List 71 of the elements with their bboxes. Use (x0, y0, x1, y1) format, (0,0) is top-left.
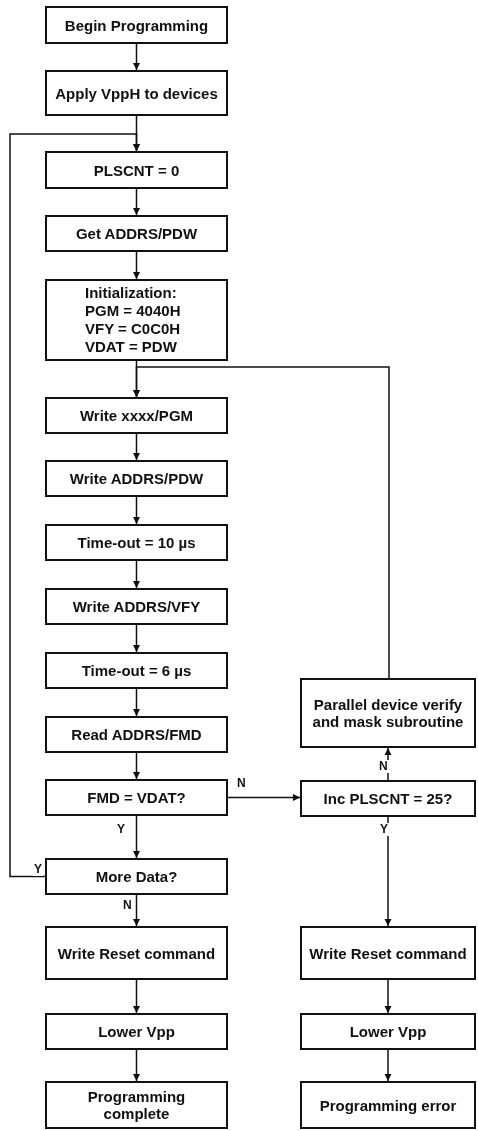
process-box (45, 70, 228, 116)
step-text: Initialization: (85, 284, 177, 302)
edge-label: Y (116, 823, 126, 836)
process-box (300, 678, 476, 748)
process-box (45, 588, 228, 625)
process-box (45, 858, 228, 895)
process-box (45, 652, 228, 689)
process-box (45, 1013, 228, 1050)
step-text: Write ADDRS/PDW (69, 470, 204, 487)
process-box (45, 779, 228, 816)
process-box (45, 460, 228, 497)
arrow (133, 688, 140, 717)
step-text: Read ADDRS/FMD (71, 726, 202, 743)
edge-label: Y (379, 823, 389, 836)
arrow (133, 979, 140, 1014)
step-text: Write ADDRS/VFY (72, 598, 201, 615)
step-text: Inc PLSCNT = 25? (323, 790, 453, 807)
step-text: Get ADDRS/PDW (75, 225, 198, 242)
process-box (300, 780, 476, 817)
step-text: Write Reset command (309, 944, 467, 962)
arrow (133, 43, 140, 71)
edge-label: N (122, 899, 133, 912)
arrow (133, 251, 140, 280)
edge-label: N (236, 777, 247, 790)
arrow (133, 894, 140, 927)
process-box (300, 1081, 476, 1129)
arrow (133, 188, 140, 216)
process-box (45, 215, 228, 252)
arrow (384, 979, 392, 1014)
step-text: Lower Vpp (98, 1023, 175, 1040)
step-text: Begin Programming (64, 16, 209, 34)
process-box (45, 926, 228, 980)
process-box (45, 524, 228, 561)
arrow (133, 433, 140, 461)
process-box (45, 1081, 228, 1129)
step-text: VDAT = PDW (85, 338, 177, 356)
step-text: Programming error (319, 1096, 457, 1114)
step-text: PGM = 4040H (85, 302, 181, 320)
step-text: Write xxxx/PGM (79, 407, 194, 424)
step-text: PLSCNT = 0 (93, 161, 180, 179)
step-text: Parallel device verify and mask subroutine (311, 696, 465, 730)
process-box (300, 926, 476, 980)
step-text: Lower Vpp (349, 1023, 427, 1040)
step-text: Programming complete (86, 1088, 187, 1122)
step-text: Write Reset command (57, 944, 216, 962)
arrow (133, 366, 390, 679)
process-box (45, 279, 228, 361)
arrow (227, 794, 301, 801)
step-text: More Data? (95, 868, 178, 885)
step-text: VFY = C0C0H (85, 320, 181, 338)
step-text: Time-out = 6 µs (81, 662, 192, 679)
arrow (384, 816, 392, 927)
step-text: Apply VppH to devices (55, 84, 218, 102)
arrow (384, 1049, 392, 1082)
process-box (45, 151, 228, 189)
arrow (384, 747, 392, 781)
step-text: Time-out = 10 µs (77, 534, 196, 551)
process-box (45, 6, 228, 44)
process-box (45, 716, 228, 753)
arrow (133, 560, 140, 589)
arrow (133, 624, 140, 653)
process-box (45, 397, 228, 434)
edge-label: N (378, 760, 389, 773)
edge-label: Y (33, 863, 43, 876)
arrow (133, 752, 140, 780)
step-text: FMD = VDAT? (87, 789, 186, 806)
arrow (133, 496, 140, 525)
arrow (133, 815, 140, 859)
arrow (133, 1049, 140, 1082)
arrow (9, 133, 140, 878)
process-box (300, 1013, 476, 1050)
